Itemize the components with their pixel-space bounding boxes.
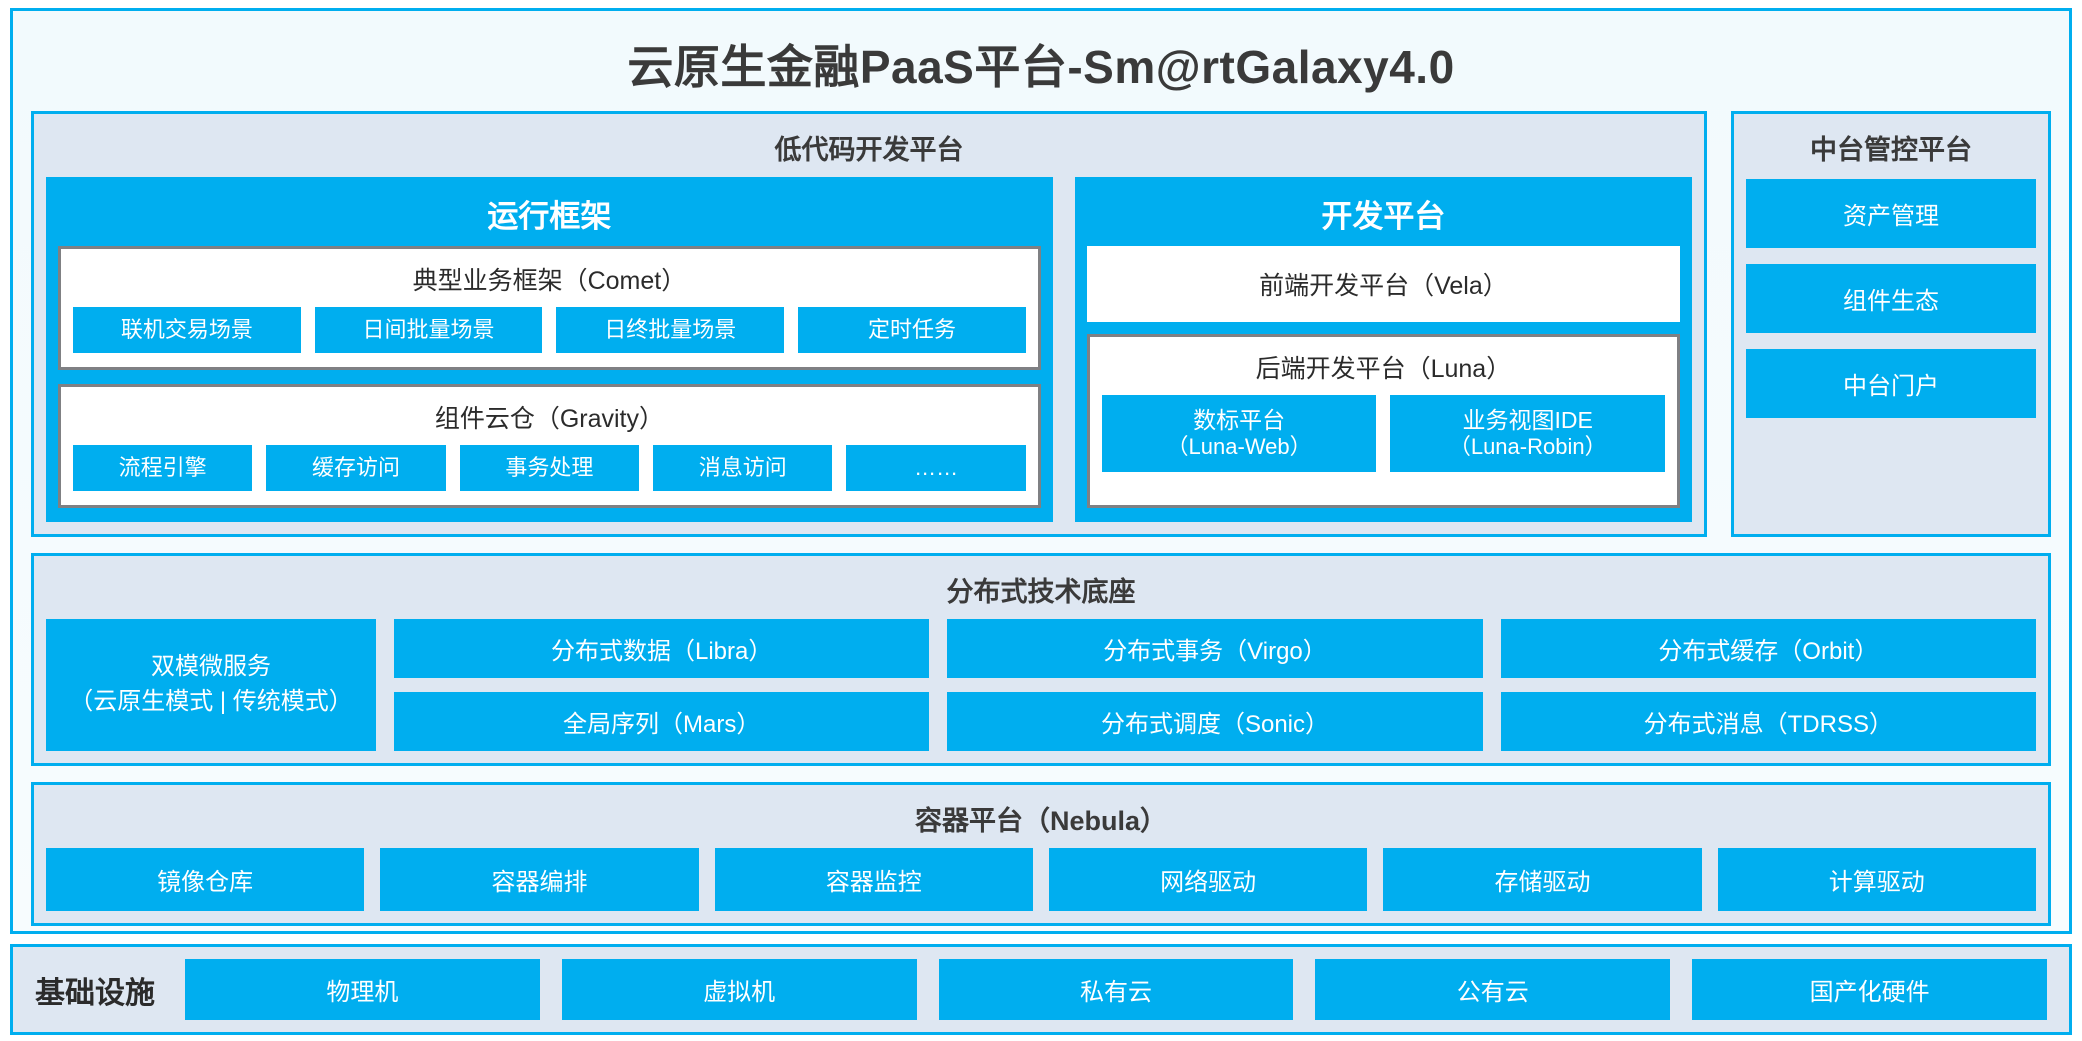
box-backend-luna: 后端开发平台（Luna） 数标平台 （Luna-Web） 业务视图IDE （Lu… — [1086, 334, 1680, 508]
panel-distributed-base: 分布式技术底座 双模微服务 （云原生模式 | 传统模式） 分布式数据（Libra… — [31, 552, 2051, 766]
comet-item-online-trade[interactable]: 联机交易场景 — [73, 307, 301, 353]
console-title: 中台管控平台 — [1810, 135, 1972, 165]
comet-item-eod-batch[interactable]: 日终批量场景 — [556, 307, 785, 353]
comet-item-scheduled-task[interactable]: 定时任务 — [798, 307, 1026, 353]
gravity-title: 组件云仓（Gravity） — [434, 404, 664, 433]
infra-item-domestic-hardware[interactable]: 国产化硬件 — [1692, 959, 2047, 1020]
lowcode-body: 运行框架 典型业务框架（Comet） 联机交易场景 日间批量场景 日终批量场景 … — [46, 177, 1692, 522]
panel-lowcode-platform: 低代码开发平台 运行框架 典型业务框架（Comet） 联机交易场景 日间批量场景 — [31, 111, 1707, 537]
container-title: 容器平台（Nebula） — [914, 805, 1168, 836]
distributed-title: 分布式技术底座 — [946, 576, 1136, 607]
panel-infrastructure: 基础设施 物理机 虚拟机 私有云 公有云 国产化硬件 — [10, 944, 2072, 1035]
luna-item-luna-robin[interactable]: 业务视图IDE （Luna-Robin） — [1390, 395, 1665, 473]
console-item-portal[interactable]: 中台门户 — [1746, 349, 2036, 418]
gravity-item-more[interactable]: …… — [846, 444, 1026, 491]
panel-console-platform: 中台管控平台 资产管理 组件生态 中台门户 — [1731, 111, 2051, 537]
container-items: 镜像仓库 容器编排 容器监控 网络驱动 存储驱动 计算驱动 — [46, 847, 2036, 911]
container-item-storage-driver[interactable]: 存储驱动 — [1383, 847, 1702, 911]
dist-column-2: 分布式事务（Virgo） 分布式调度（Sonic） — [947, 618, 1483, 751]
dist-item-dual-mode-microservice[interactable]: 双模微服务 （云原生模式 | 传统模式） — [46, 618, 376, 751]
luna-robin-name: 业务视图IDE — [1462, 407, 1593, 433]
luna-web-sub: （Luna-Web） — [1166, 434, 1312, 460]
gravity-items: 流程引擎 缓存访问 事务处理 消息访问 …… — [73, 444, 1026, 491]
gravity-item-process-engine[interactable]: 流程引擎 — [73, 444, 253, 491]
console-item-asset-management[interactable]: 资产管理 — [1746, 179, 2036, 248]
comet-title: 典型业务框架（Comet） — [412, 267, 687, 295]
card-runtime-framework: 运行框架 典型业务框架（Comet） 联机交易场景 日间批量场景 日终批量场景 … — [46, 177, 1053, 522]
platform-frame: 云原生金融PaaS平台-Sm@rtGalaxy4.0 低代码开发平台 运行框架 … — [10, 8, 2072, 934]
page-title: 云原生金融PaaS平台-Sm@rtGalaxy4.0 — [627, 41, 1455, 93]
luna-item-luna-web[interactable]: 数标平台 （Luna-Web） — [1101, 395, 1377, 473]
console-items: 资产管理 组件生态 中台门户 — [1746, 177, 2036, 418]
dual-mode-line1: 双模微服务 — [151, 653, 271, 681]
container-item-compute-driver[interactable]: 计算驱动 — [1717, 847, 2036, 911]
container-item-monitoring[interactable]: 容器监控 — [714, 847, 1033, 911]
distributed-body: 双模微服务 （云原生模式 | 传统模式） 分布式数据（Libra） 全局序列（M… — [46, 618, 2036, 751]
box-gravity: 组件云仓（Gravity） 流程引擎 缓存访问 事务处理 消息访问 …… — [58, 383, 1041, 508]
infra-item-physical-machine[interactable]: 物理机 — [185, 959, 540, 1020]
container-item-network-driver[interactable]: 网络驱动 — [1048, 847, 1368, 911]
lowcode-title: 低代码开发平台 — [774, 135, 964, 165]
gravity-item-transaction[interactable]: 事务处理 — [459, 444, 640, 491]
luna-web-name: 数标平台 — [1193, 407, 1286, 433]
dist-column-1: 分布式数据（Libra） 全局序列（Mars） — [394, 618, 930, 751]
box-comet: 典型业务框架（Comet） 联机交易场景 日间批量场景 日终批量场景 定时任务 — [58, 246, 1041, 370]
dist-item-mars[interactable]: 全局序列（Mars） — [394, 691, 930, 751]
card-development-platform: 开发平台 前端开发平台（Vela） 后端开发平台（Luna） 数标平台 （Lun… — [1074, 177, 1692, 522]
runtime-title: 运行框架 — [487, 199, 612, 234]
luna-robin-sub: （Luna-Robin） — [1448, 434, 1607, 460]
luna-title: 后端开发平台（Luna） — [1255, 355, 1512, 383]
gravity-item-message-access[interactable]: 消息访问 — [653, 444, 833, 491]
infrastructure-label: 基础设施 — [35, 976, 155, 1010]
row-lowcode-console: 低代码开发平台 运行框架 典型业务框架（Comet） 联机交易场景 日间批量场景 — [31, 111, 2051, 537]
box-frontend-vela[interactable]: 前端开发平台（Vela） — [1086, 246, 1680, 322]
dist-item-libra[interactable]: 分布式数据（Libra） — [394, 618, 930, 678]
infra-item-public-cloud[interactable]: 公有云 — [1315, 959, 1671, 1020]
infra-item-private-cloud[interactable]: 私有云 — [938, 959, 1294, 1020]
comet-items: 联机交易场景 日间批量场景 日终批量场景 定时任务 — [73, 307, 1026, 353]
dist-item-orbit[interactable]: 分布式缓存（Orbit） — [1500, 618, 2036, 678]
container-item-orchestration[interactable]: 容器编排 — [380, 847, 699, 911]
runtime-inner: 典型业务框架（Comet） 联机交易场景 日间批量场景 日终批量场景 定时任务 … — [58, 246, 1041, 508]
devplatform-title: 开发平台 — [1321, 199, 1446, 234]
dist-item-tdrss[interactable]: 分布式消息（TDRSS） — [1500, 691, 2036, 751]
dist-item-virgo[interactable]: 分布式事务（Virgo） — [947, 618, 1483, 678]
comet-item-intraday-batch[interactable]: 日间批量场景 — [314, 307, 543, 353]
dual-mode-line2: （云原生模式 | 传统模式） — [69, 687, 353, 715]
gravity-item-cache-access[interactable]: 缓存访问 — [266, 444, 446, 491]
console-item-component-ecosystem[interactable]: 组件生态 — [1746, 264, 2036, 333]
panel-container-platform: 容器平台（Nebula） 镜像仓库 容器编排 容器监控 网络驱动 存储驱动 计算… — [31, 781, 2051, 926]
container-item-image-registry[interactable]: 镜像仓库 — [46, 847, 365, 911]
dist-item-sonic[interactable]: 分布式调度（Sonic） — [947, 691, 1483, 751]
dist-column-3: 分布式缓存（Orbit） 分布式消息（TDRSS） — [1500, 618, 2036, 751]
luna-items: 数标平台 （Luna-Web） 业务视图IDE （Luna-Robin） — [1101, 395, 1665, 473]
infra-item-virtual-machine[interactable]: 虚拟机 — [561, 959, 917, 1020]
